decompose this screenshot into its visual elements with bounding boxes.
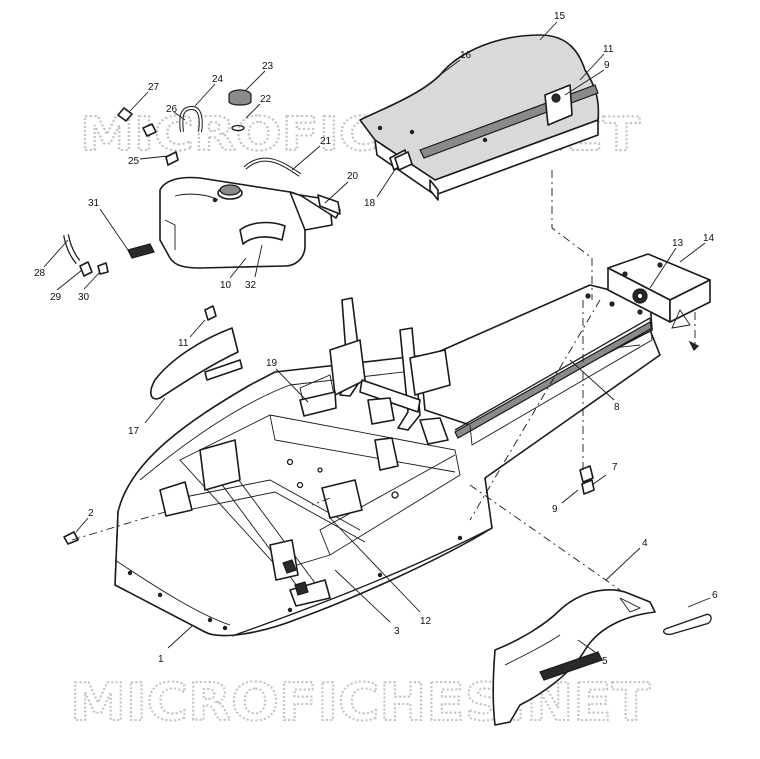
callout-31: 31: [88, 198, 100, 209]
fuel-line-assembly: [63, 234, 155, 277]
footrest-supports: [159, 439, 331, 607]
leader-lines: [43, 21, 711, 653]
mud-flap: [150, 305, 243, 400]
fuel-tank: [159, 176, 341, 269]
belly-pan: [114, 329, 661, 637]
callout-5: 5: [602, 656, 608, 667]
rear-bumper-bracket: [607, 253, 711, 352]
steering-post-brackets: [299, 297, 451, 519]
callout-9-lower: 9: [552, 504, 558, 515]
callout-29: 29: [50, 292, 62, 303]
callout-18: 18: [364, 198, 376, 209]
callout-11-upper: 11: [603, 44, 614, 55]
callout-9-upper: 9: [604, 60, 610, 71]
callout-4: 4: [642, 538, 648, 549]
callout-15: 15: [554, 11, 566, 22]
seat: [359, 34, 600, 201]
callout-3: 3: [394, 626, 400, 637]
callout-20: 20: [347, 171, 359, 182]
callout-1: 1: [158, 654, 164, 665]
callout-32: 32: [245, 280, 257, 291]
callout-22: 22: [260, 94, 272, 105]
callout-28: 28: [34, 268, 46, 279]
callout-27: 27: [148, 82, 160, 93]
callout-16: 16: [460, 50, 472, 61]
callout-19: 19: [266, 358, 278, 369]
callout-2: 2: [88, 508, 94, 519]
callout-17: 17: [128, 426, 140, 437]
callout-13: 13: [672, 238, 684, 249]
callout-24: 24: [212, 74, 224, 85]
callout-25: 25: [128, 156, 140, 167]
callout-10: 10: [220, 280, 232, 291]
hitch-pin: [662, 613, 712, 636]
callout-7: 7: [612, 462, 618, 473]
callout-21: 21: [320, 136, 332, 147]
callout-26: 26: [166, 104, 178, 115]
assembly-lines: [71, 170, 696, 591]
callout-30: 30: [78, 292, 90, 303]
seat-bracket: [394, 151, 413, 171]
callouts: 1 2 3 4 5 6 7 8 9 9 10 11 11 12 13 14 15…: [34, 11, 718, 667]
callout-23: 23: [262, 61, 274, 72]
skid-guard: [492, 589, 656, 726]
callout-11-lower: 11: [178, 338, 189, 349]
tunnel: [419, 284, 653, 446]
callout-8: 8: [614, 402, 620, 413]
tunnel-hardware: [579, 465, 595, 495]
watermark-bottom: MICROFICHES.NET: [70, 673, 651, 733]
front-bolt: [63, 531, 79, 545]
vent-hoses: [117, 105, 341, 215]
callout-6: 6: [712, 590, 718, 601]
callout-12: 12: [420, 616, 432, 627]
fuel-cap: [228, 89, 252, 132]
callout-14: 14: [703, 233, 715, 244]
